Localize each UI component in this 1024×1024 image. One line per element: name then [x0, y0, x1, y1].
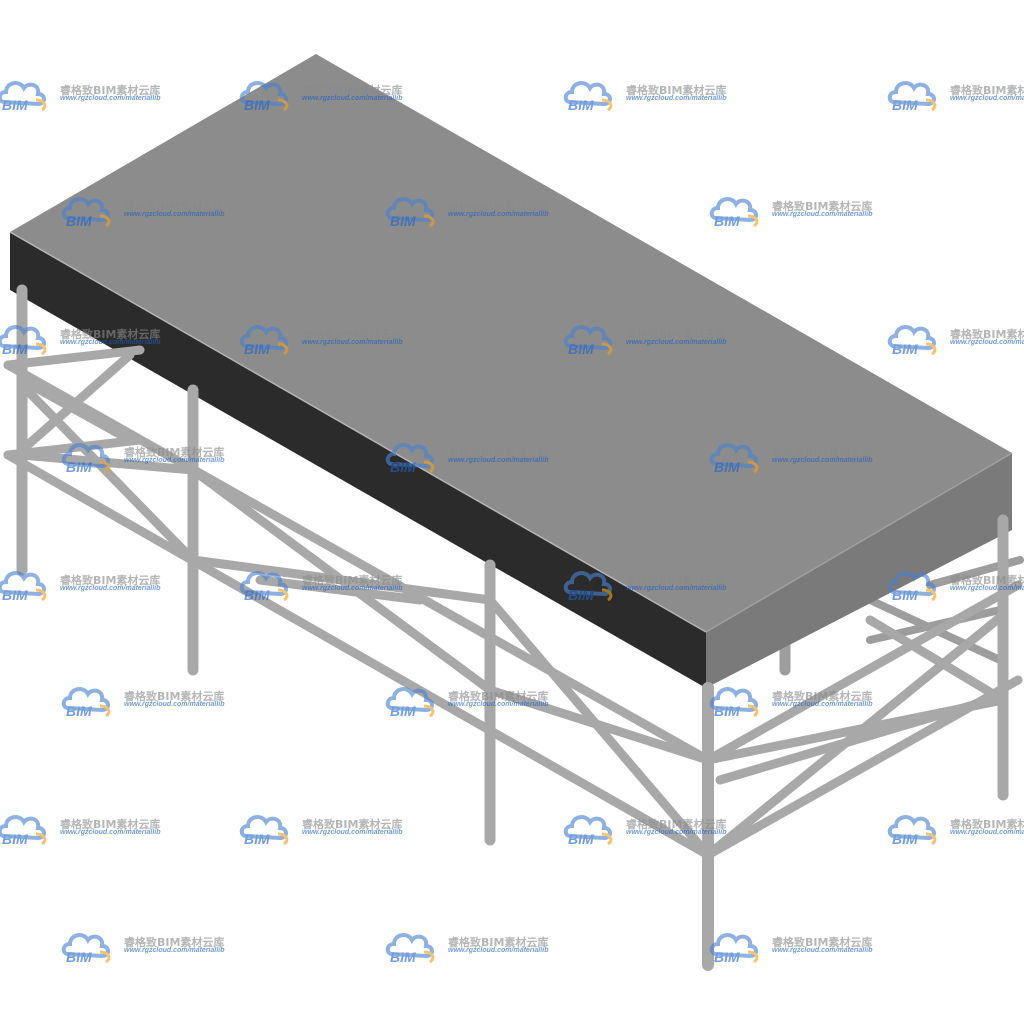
slab-front-face — [10, 232, 706, 688]
front-legs — [16, 284, 1009, 971]
slab-side-face — [706, 453, 1012, 688]
front-bracing — [3, 345, 1023, 860]
roof-slab — [9, 54, 1013, 688]
slab-top-face — [10, 54, 1012, 632]
